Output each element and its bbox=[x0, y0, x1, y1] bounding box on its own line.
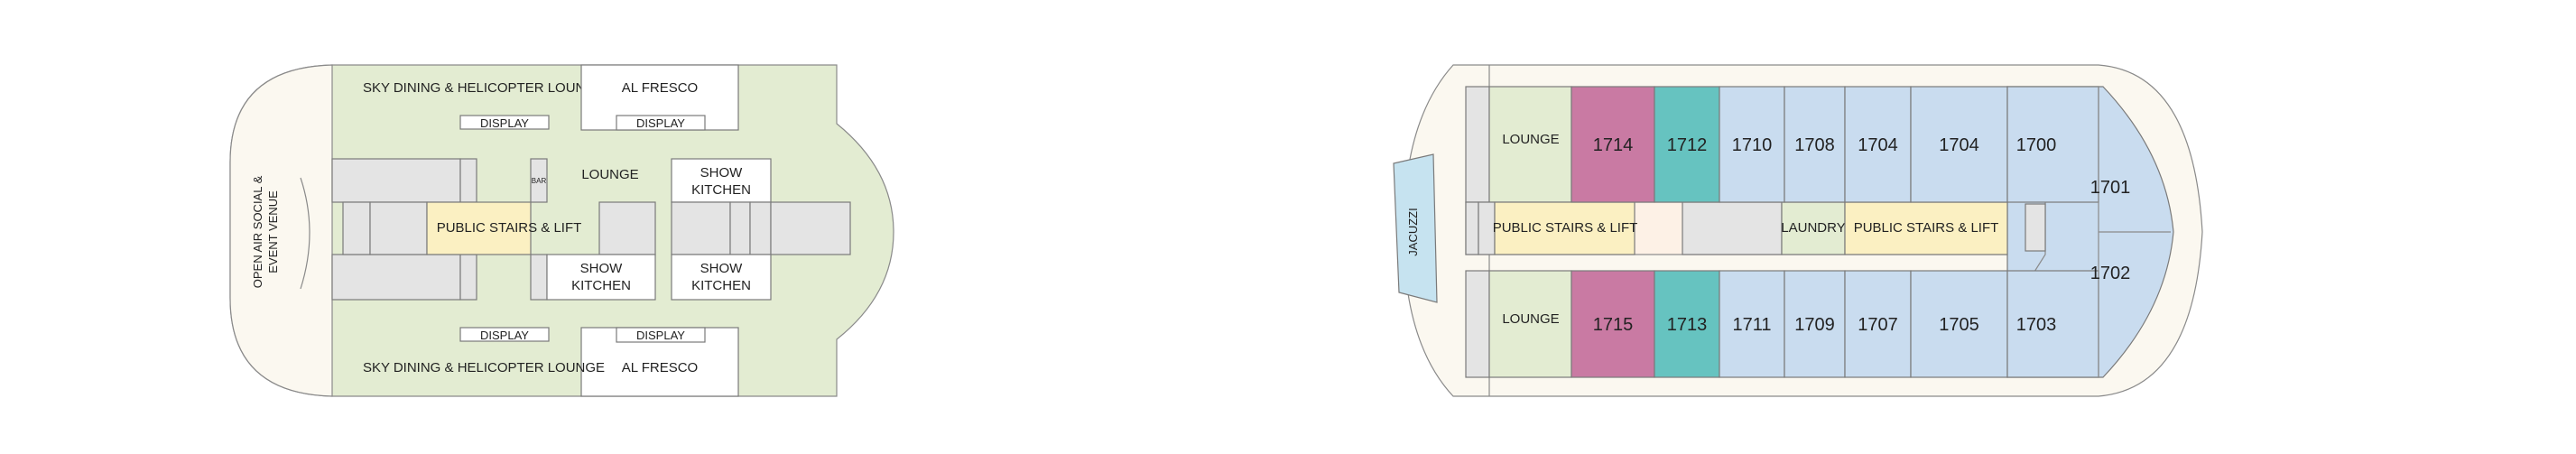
right-stairs-fwd bbox=[1844, 201, 2008, 255]
cabin-1704-label: 1704 bbox=[1939, 135, 1979, 155]
cabin-1700 bbox=[2006, 86, 2099, 203]
service-center-bottom bbox=[530, 254, 548, 301]
cabin-1707-label: 1707 bbox=[1858, 315, 1898, 335]
show-kitchen-br-line1: SHOW bbox=[700, 261, 744, 276]
service-right-1 bbox=[671, 201, 731, 255]
cabin-1710-label: 1710 bbox=[1732, 135, 1773, 155]
display-bottom-left-label: DISPLAY bbox=[480, 329, 529, 342]
cabin-1704 bbox=[1910, 86, 2008, 203]
cabin-1708 bbox=[1784, 86, 1846, 203]
display-top-left-label: DISPLAY bbox=[480, 116, 529, 130]
cabin-1715 bbox=[1571, 270, 1655, 378]
cabin-1715-label: 1715 bbox=[1593, 315, 1634, 335]
open-air-arc bbox=[300, 177, 310, 290]
cabin-1712-label: 1712 bbox=[1667, 135, 1708, 155]
service-area-top-small bbox=[459, 158, 477, 203]
service-cell-2 bbox=[369, 201, 428, 255]
show-kitchen-bl-line2: KITCHEN bbox=[571, 278, 631, 293]
bar-counter bbox=[530, 158, 548, 203]
cabin-1708-label: 1708 bbox=[1794, 135, 1835, 155]
left-lounge-label: LOUNGE bbox=[581, 167, 638, 182]
right-stairs-fwd-label: PUBLIC STAIRS & LIFT bbox=[1854, 220, 1999, 236]
show-kitchen-top-right bbox=[671, 158, 772, 203]
lounge-bottom bbox=[1488, 270, 1572, 378]
open-air-label-line2: EVENT VENUE bbox=[266, 190, 280, 273]
al-fresco-top-label: AL FRESCO bbox=[622, 80, 698, 96]
cabin-1700-label: 1700 bbox=[2016, 135, 2057, 155]
lounge-top-label: LOUNGE bbox=[1502, 132, 1559, 147]
cabin-1711 bbox=[1719, 270, 1785, 378]
left-stairs-label: PUBLIC STAIRS & LIFT bbox=[437, 220, 582, 236]
open-air-label-line1: OPEN AIR SOCIAL & bbox=[251, 175, 264, 288]
right-stairs-aft bbox=[1494, 201, 1635, 255]
bar-label: BAR bbox=[532, 177, 547, 185]
cabin-1707 bbox=[1844, 270, 1912, 378]
bottom-cabin-row: 1715 1713 1711 1709 1707 1705 1703 bbox=[1571, 270, 2099, 378]
corridor-service-left bbox=[1465, 201, 1479, 255]
left-public-stairs-lift bbox=[426, 201, 532, 255]
service-bottom-left bbox=[1465, 270, 1490, 378]
cabin-1703-label: 1703 bbox=[2016, 315, 2057, 335]
right-deck-plan: JACUZZI LOUNGE LOUNGE PUBLIC STAIRS & LI… bbox=[1393, 64, 2203, 397]
cabin-1713-label: 1713 bbox=[1667, 315, 1708, 335]
display-bottom-right bbox=[616, 327, 706, 343]
bow-divider bbox=[2098, 87, 2171, 377]
left-deck-plan: OPEN AIR SOCIAL & EVENT VENUE SKY DINING… bbox=[229, 64, 894, 397]
cabin-1711-label: 1711 bbox=[1732, 315, 1771, 335]
jacuzzi-label: JACUZZI bbox=[1406, 208, 1420, 255]
corridor-service-center bbox=[1682, 201, 1783, 255]
service-right-4 bbox=[770, 201, 851, 255]
service-cell-1 bbox=[342, 201, 371, 255]
laundry bbox=[1781, 201, 1846, 255]
display-top-left bbox=[459, 115, 550, 130]
top-cabin-row: 1714 1712 1710 1708 1704 1704 1700 bbox=[1571, 86, 2099, 203]
cabin-1705-label: 1705 bbox=[1939, 315, 1979, 335]
cabin-1701-label: 1701 bbox=[2090, 178, 2131, 198]
cabin-1714-label: 1714 bbox=[1593, 135, 1634, 155]
sky-dining-top-label: SKY DINING & HELICOPTER LOUNGE bbox=[363, 80, 605, 96]
show-kitchen-tr-line2: KITCHEN bbox=[691, 182, 751, 198]
show-kitchen-tr-line1: SHOW bbox=[700, 165, 744, 181]
right-stairs-aft-label: PUBLIC STAIRS & LIFT bbox=[1493, 220, 1638, 236]
cabin-1702-label: 1702 bbox=[2090, 264, 2131, 283]
cabin-1704-label: 1704 bbox=[1858, 135, 1898, 155]
lounge-bottom-label: LOUNGE bbox=[1502, 311, 1559, 327]
show-kitchen-bottom-right bbox=[671, 254, 772, 301]
service-area-bottom-small bbox=[459, 254, 477, 301]
cabin-1709 bbox=[1784, 270, 1846, 378]
service-area-top bbox=[331, 158, 461, 203]
service-top-left bbox=[1465, 86, 1490, 203]
display-top-right-label: DISPLAY bbox=[636, 116, 685, 130]
display-bottom-right-label: DISPLAY bbox=[636, 329, 685, 342]
open-air-area bbox=[229, 64, 333, 397]
display-top-right bbox=[616, 115, 706, 131]
corridor-service-fwd bbox=[2025, 203, 2046, 252]
cabin-1705 bbox=[1910, 270, 2008, 378]
display-bottom-left bbox=[459, 327, 550, 342]
service-right-3 bbox=[749, 201, 772, 255]
show-kitchen-bl-line1: SHOW bbox=[580, 261, 624, 276]
cabin-1712 bbox=[1654, 86, 1720, 203]
lounge-top bbox=[1488, 86, 1572, 203]
service-center bbox=[598, 201, 656, 255]
jacuzzi bbox=[1393, 153, 1438, 303]
cabin-1709-label: 1709 bbox=[1794, 315, 1835, 335]
laundry-label: LAUNDRY bbox=[1781, 220, 1845, 236]
cabin-1714 bbox=[1571, 86, 1655, 203]
cabin-1713 bbox=[1654, 270, 1720, 378]
al-fresco-bottom-label: AL FRESCO bbox=[622, 360, 698, 375]
sky-dining-bottom-label: SKY DINING & HELICOPTER LOUNGE bbox=[363, 360, 605, 375]
show-kitchen-br-line2: KITCHEN bbox=[691, 278, 751, 293]
service-right-2 bbox=[729, 201, 751, 255]
service-area-bottom bbox=[331, 254, 461, 301]
cabin-1710 bbox=[1719, 86, 1785, 203]
show-kitchen-bottom-left bbox=[546, 254, 656, 301]
